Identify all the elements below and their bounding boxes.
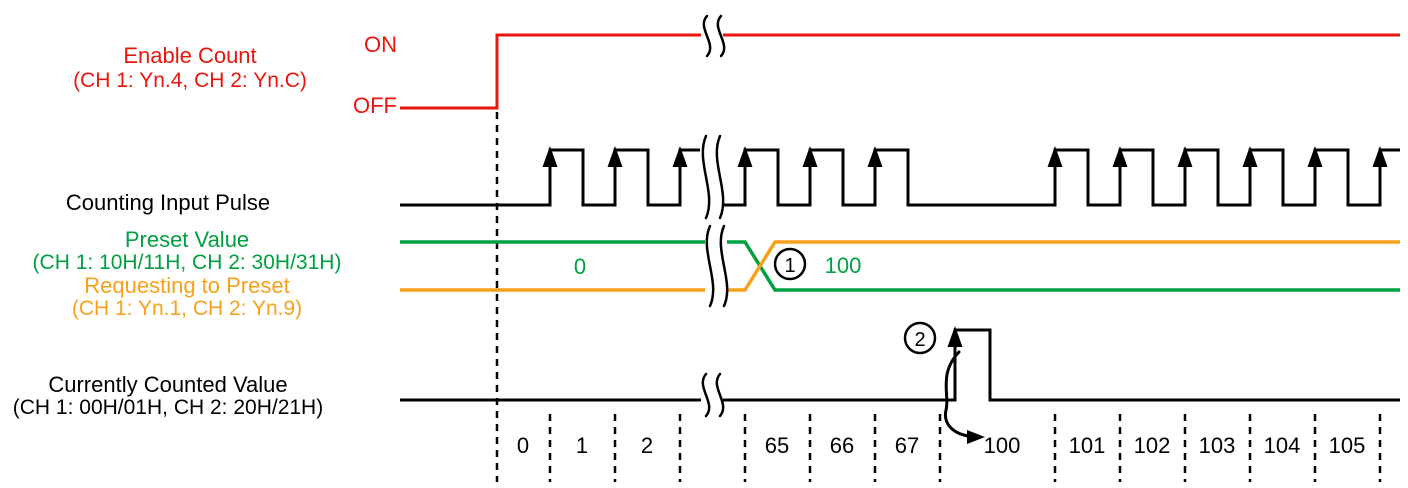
time-break-preset-icon: [705, 224, 729, 308]
counting-input-pulse-waveform: [400, 148, 1400, 207]
preset-value-sublabel: (CH 1: 10H/11H, CH 2: 30H/31H): [33, 251, 342, 274]
currently-counted-value-waveform: [400, 328, 1400, 402]
preset-value-before: 0: [574, 254, 586, 279]
callout-1-number: 1: [784, 255, 795, 277]
timeline-count-4: 66: [830, 433, 854, 458]
preset-load-arrow-icon: [947, 326, 963, 347]
currently-counted-value-sublabel: (CH 1: 00H/01H, CH 2: 20H/21H): [13, 396, 323, 419]
time-break-enable-icon: [701, 14, 726, 58]
callout-1-badge: 1: [773, 247, 807, 281]
enable-count-sublabel: (CH 1: Yn.4, CH 2: Yn.C): [73, 69, 307, 92]
timeline-count-2: 2: [641, 433, 653, 458]
preset-value-label: Preset Value: [125, 227, 249, 252]
requesting-to-preset-waveform: [400, 240, 1400, 292]
requesting-to-preset-sublabel: (CH 1: Yn.1, CH 2: Yn.9): [72, 297, 302, 320]
timeline-count-1: 1: [576, 433, 588, 458]
timeline-count-6: 100: [984, 433, 1021, 458]
requesting-to-preset-label: Requesting to Preset: [84, 273, 289, 298]
time-break-pulse-icon: [700, 134, 725, 220]
timeline-count-8: 102: [1134, 433, 1171, 458]
on-level-label: ON: [364, 32, 397, 57]
counting-input-pulse-label: Counting Input Pulse: [66, 190, 270, 215]
currently-counted-value-label: Currently Counted Value: [48, 372, 287, 397]
timeline-count-5: 67: [895, 433, 919, 458]
timeline-count-0: 0: [517, 433, 529, 458]
timeline-count-11: 105: [1329, 433, 1366, 458]
time-break-counted-icon: [701, 372, 725, 418]
enable-count-waveform: [400, 33, 1400, 110]
callout-2-number: 2: [914, 329, 925, 351]
timeline-count-9: 103: [1199, 433, 1236, 458]
timeline-count-7: 101: [1069, 433, 1106, 458]
preset-applied-arrow-icon: [943, 350, 985, 444]
timeline-count-3: 65: [765, 433, 789, 458]
timeline-count-10: 104: [1264, 433, 1301, 458]
callout-2-badge: 2: [903, 321, 937, 355]
enable-count-label: Enable Count: [123, 43, 256, 68]
preset-value-after: 100: [825, 253, 862, 278]
time-grid-dashed-lines: [548, 414, 1382, 482]
preset-value-waveform: [400, 240, 1400, 292]
off-level-label: OFF: [353, 93, 397, 118]
